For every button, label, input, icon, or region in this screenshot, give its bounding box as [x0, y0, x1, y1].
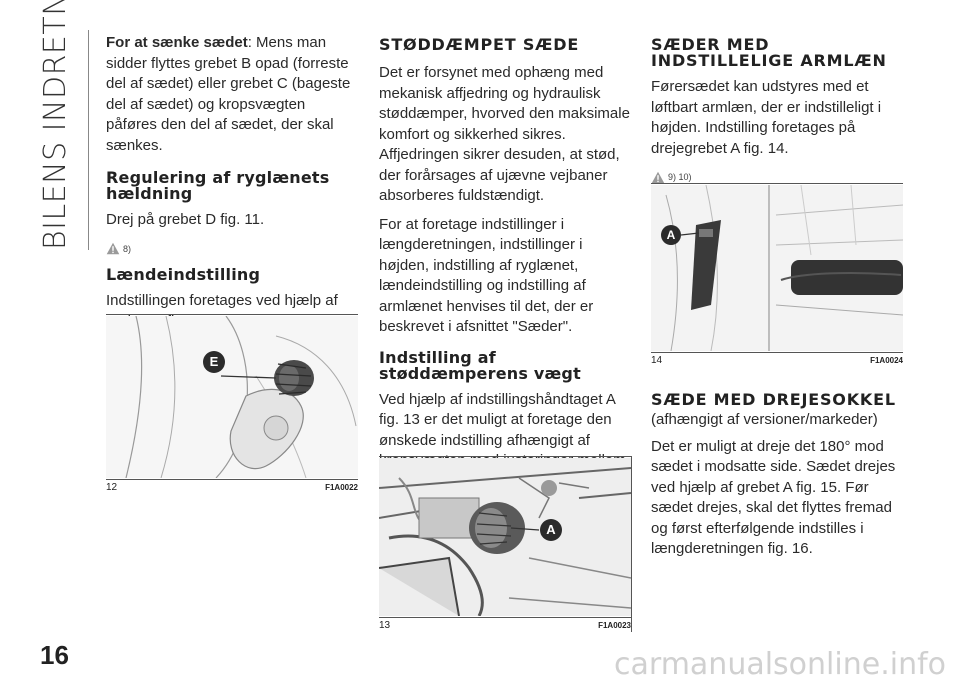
- column-divider: [631, 456, 632, 632]
- side-divider: [88, 30, 89, 250]
- lumbar-heading: Lændeindstilling: [106, 265, 261, 284]
- swivel-heading: SÆDE MED DREJESOKKEL: [651, 390, 896, 409]
- callout-a-fig13: A: [546, 522, 556, 537]
- swivel-text: Det er muligt at dreje det 180° mod sæde…: [651, 437, 896, 558]
- damper-knob-illustration: [379, 458, 631, 616]
- warning-icon: [106, 243, 120, 255]
- recline-warning-ref: 8): [123, 243, 132, 254]
- lower-seat-paragraph: For at sænke sædet: Mens man sidder flyt…: [106, 33, 358, 156]
- callout-a-fig14: A: [666, 228, 676, 242]
- figure-14: A 14 F1A0024: [651, 183, 903, 369]
- swivel-note: (afhængigt af versioner/markeder): [651, 411, 878, 428]
- armrest-heading: SÆDER MED INDSTILLELIGE ARMLÆN: [651, 35, 887, 70]
- armrest-warning-refs: 9) 10): [668, 172, 692, 182]
- warning-icon: [651, 171, 665, 184]
- weight-heading: Indstilling af støddæmperens vægt: [379, 347, 581, 383]
- watermark: carmanualsonline.info: [614, 647, 946, 682]
- recline-warning: 8): [106, 239, 358, 260]
- figure-13-code: F1A0023: [598, 621, 631, 630]
- figure-12-code: F1A0022: [325, 483, 358, 492]
- column-3: SÆDER MED INDSTILLELIGE ARMLÆN Førersæde…: [651, 33, 903, 196]
- page-number: 16: [40, 640, 69, 670]
- armrest-illustration: [651, 185, 903, 351]
- figure-12: E 12 F1A0022: [106, 314, 358, 494]
- figure-12-number: 12: [106, 482, 118, 493]
- armrest-text: Førersædet kan udstyres med et løftbart …: [651, 78, 882, 157]
- figure-14-number: 14: [651, 355, 663, 366]
- column-1: For at sænke sædet: Mens man sidder flyt…: [106, 33, 358, 340]
- suspension-text-1: Det er forsynet med ophæng med mekanisk …: [379, 64, 630, 204]
- callout-e: E: [209, 354, 219, 369]
- figure-14-code: F1A0024: [870, 356, 903, 365]
- lower-seat-text: : Mens man sidder flyttes grebet B opad …: [106, 34, 351, 154]
- lumbar-knob-illustration: [106, 316, 358, 478]
- suspension-heading: STØDDÆMPET SÆDE: [379, 35, 580, 54]
- armrest-warning: 9) 10): [651, 167, 903, 188]
- suspension-text-2: For at foretage indstillinger i længdere…: [379, 215, 594, 336]
- figure-13: A 13 F1A0023: [379, 456, 631, 632]
- column-2: STØDDÆMPET SÆDE Det er forsynet med ophæ…: [379, 33, 631, 500]
- figure-13-number: 13: [379, 620, 391, 631]
- column-3-lower: SÆDE MED DREJESOKKEL (afhængigt af versi…: [651, 388, 903, 568]
- recline-text: Drej på grebet D fig. 11.: [106, 211, 265, 228]
- lower-seat-label: For at sænke sædet: [106, 34, 248, 51]
- recline-heading: Regulering af ryglænets hældning: [106, 168, 330, 203]
